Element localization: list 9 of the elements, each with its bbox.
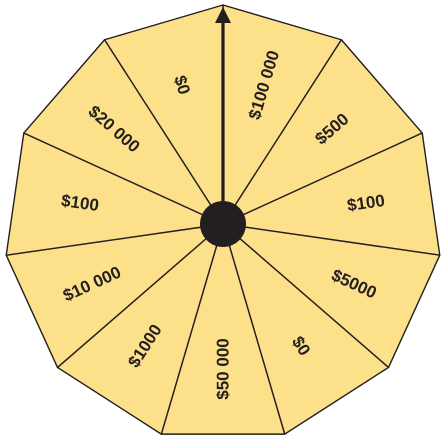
- prize-amount: $0: [171, 74, 194, 97]
- prize-amount: $100: [60, 192, 100, 214]
- prize-amount: $5000: [329, 266, 380, 302]
- prize-amount: $100 000: [246, 48, 282, 122]
- prize-amount: $50 000: [214, 338, 232, 400]
- prize-amount: $100: [346, 192, 386, 214]
- prize-amount: $0: [288, 333, 314, 358]
- prize-amount: $10 000: [60, 264, 123, 305]
- prize-amount: $20 000: [84, 102, 143, 156]
